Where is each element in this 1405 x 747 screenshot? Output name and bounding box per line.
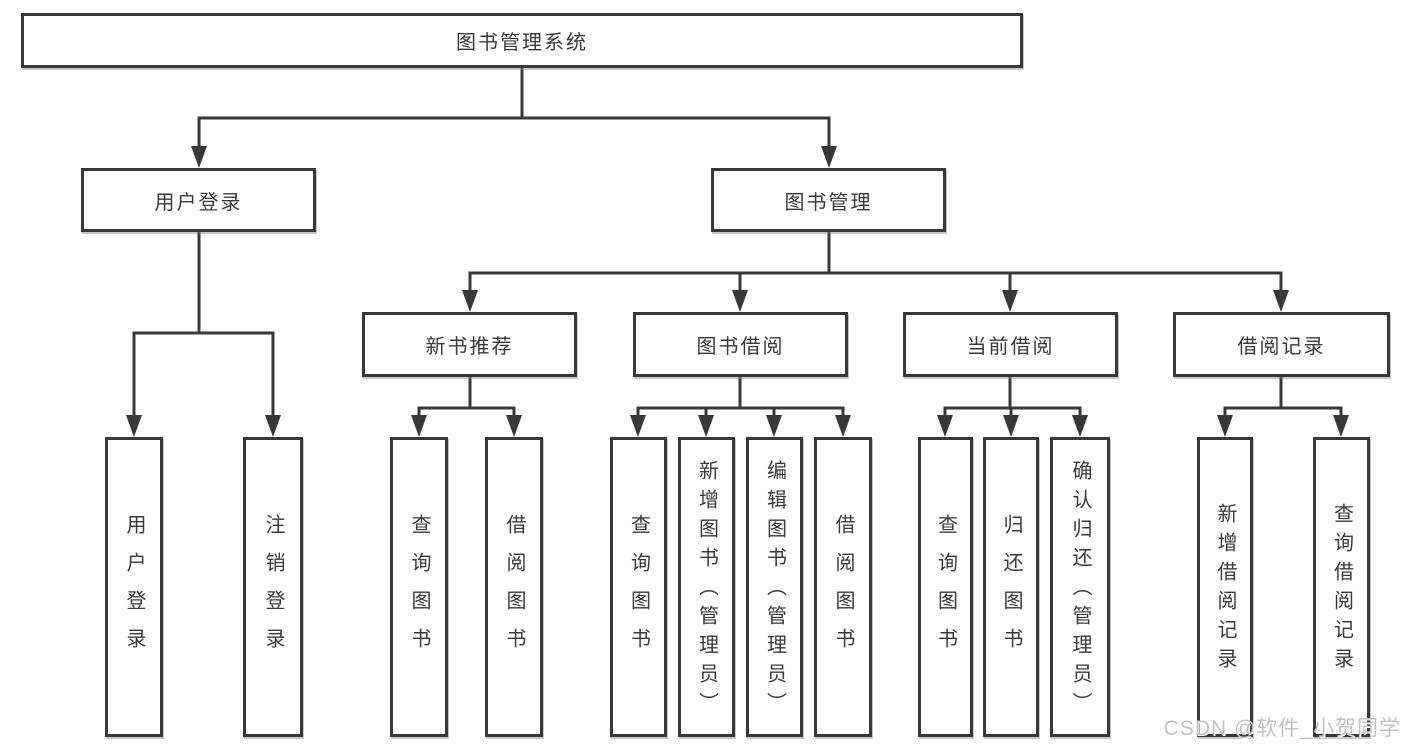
arrow-down-icon <box>1273 290 1289 312</box>
node-book-management: 图书管理 <box>711 168 946 232</box>
arrow-down-icon <box>630 415 646 437</box>
arrow-down-icon <box>506 415 522 437</box>
leaf-user-login: 用户登录 <box>105 437 163 737</box>
connector-book-borrow-to-leaves <box>630 377 851 437</box>
arrow-down-icon <box>937 415 953 437</box>
leaf-logout: 注销登录 <box>243 437 303 737</box>
leaf-borrow-borrow-books: 借阅图书 <box>814 437 872 737</box>
arrow-down-icon <box>1072 415 1088 437</box>
csdn-watermark: CSDN @软件_小贺同学 <box>1163 717 1401 740</box>
arrow-down-icon <box>191 146 207 168</box>
arrow-down-icon <box>835 415 851 437</box>
leaf-newrec-borrow-books: 借阅图书 <box>485 437 543 737</box>
leaf-current-query-books: 查询图书 <box>918 437 973 737</box>
leaf-record-query-borrow-record: 查询借阅记录 <box>1313 437 1370 737</box>
node-user-login: 用户登录 <box>81 168 316 232</box>
arrow-down-icon <box>766 415 782 437</box>
leaf-newrec-query-books: 查询图书 <box>390 437 448 737</box>
arrow-down-icon <box>265 415 281 437</box>
leaf-borrow-edit-books-admin: 编辑图书（管理员） <box>746 437 803 737</box>
arrow-down-icon <box>1002 290 1018 312</box>
connector-user-login-to-leaves <box>126 232 281 437</box>
connector-borrow-record-to-leaves <box>1217 377 1349 437</box>
node-current-borrow: 当前借阅 <box>903 312 1118 377</box>
arrow-down-icon <box>1333 415 1349 437</box>
connector-new-book-rec-to-leaves <box>411 377 522 437</box>
connector-root-to-level2 <box>191 68 837 168</box>
arrow-down-icon <box>462 290 478 312</box>
arrow-down-icon <box>698 415 714 437</box>
node-new-book-recommend: 新书推荐 <box>362 312 577 377</box>
leaf-record-add-borrow-record: 新增借阅记录 <box>1197 437 1253 737</box>
arrow-down-icon <box>821 146 837 168</box>
arrow-down-icon <box>1003 415 1019 437</box>
arrow-down-icon <box>1217 415 1233 437</box>
leaf-current-return-books: 归还图书 <box>983 437 1039 737</box>
connector-current-borrow-to-leaves <box>937 377 1088 437</box>
arrow-down-icon <box>411 415 427 437</box>
arrow-down-icon <box>126 415 142 437</box>
leaf-borrow-add-books-admin: 新增图书（管理员） <box>678 437 735 737</box>
node-borrow-records: 借阅记录 <box>1173 312 1390 377</box>
leaf-current-confirm-return-admin: 确认归还（管理员） <box>1050 437 1110 737</box>
arrow-down-icon <box>732 290 748 312</box>
node-book-borrow: 图书借阅 <box>633 312 848 377</box>
connector-book-mgmt-to-level3 <box>462 232 1289 312</box>
node-root-system: 图书管理系统 <box>21 13 1023 68</box>
leaf-borrow-query-books: 查询图书 <box>610 437 667 737</box>
